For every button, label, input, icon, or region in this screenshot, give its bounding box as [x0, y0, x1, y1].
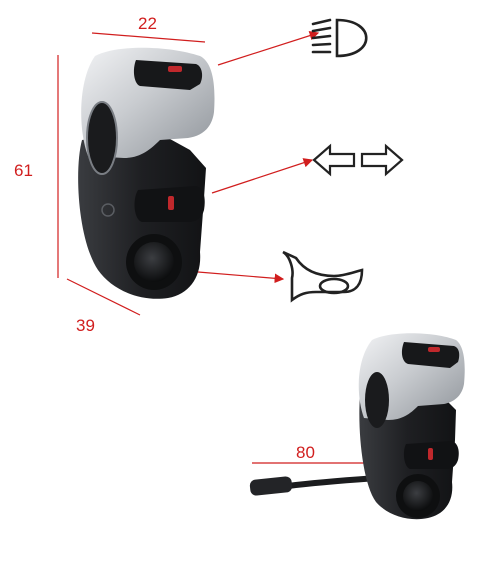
cable-unit-headlight-indicator: [428, 347, 440, 352]
side-logo: [101, 203, 115, 217]
main-switch-unit: [78, 47, 215, 299]
cable-connector: [249, 476, 293, 496]
cable-variant-unit: [249, 333, 465, 520]
dim-line-top: [91, 32, 206, 43]
dim-line-bottom: [66, 278, 141, 316]
turn-signal-arrows-icon: [312, 143, 404, 177]
cable-unit-handlebar-hole: [365, 372, 389, 428]
dimension-depth-label: 39: [76, 316, 95, 335]
dimension-lines: [57, 32, 370, 464]
turn-signal-indicator: [168, 196, 174, 210]
headlight-switch-indicator: [168, 66, 182, 72]
dimension-height-label: 61: [14, 161, 33, 180]
callout-arrows: [197, 30, 320, 284]
headlight-switch: [133, 60, 203, 90]
arrow-horn: [197, 271, 285, 284]
handlebar-hole: [87, 102, 117, 174]
arrow-turn-signal: [211, 158, 314, 194]
cable-unit-horn-button: [403, 481, 433, 511]
cable-unit-headlight-switch: [401, 342, 460, 368]
cable: [285, 475, 381, 489]
horn-icon: [282, 250, 364, 303]
headlight-icon: [311, 18, 368, 58]
horn-button: [134, 242, 174, 282]
arrow-headlight: [217, 30, 320, 66]
handlebar-hole-rim: [86, 101, 118, 175]
dimension-cable-length-label: 80: [296, 443, 315, 462]
dimension-width-label: 22: [138, 14, 157, 33]
cable-unit-turn-signal-indicator: [428, 448, 433, 460]
